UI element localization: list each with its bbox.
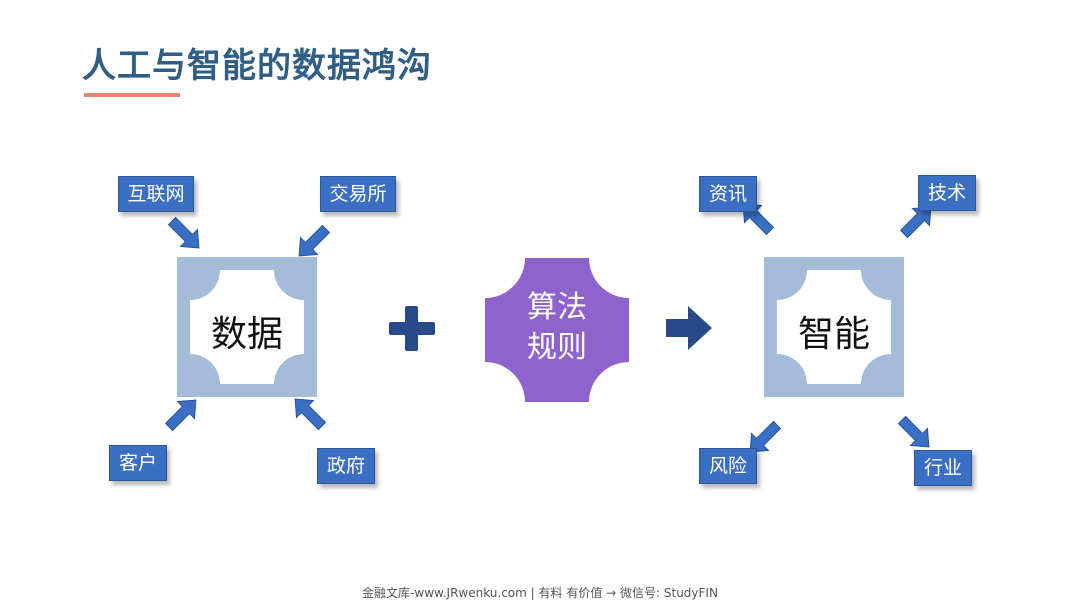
arrow-customer-icon — [164, 399, 197, 432]
arrow-internet-icon — [167, 216, 200, 249]
tag-government: 政府 — [317, 448, 375, 484]
tag-exchange: 交易所 — [320, 176, 396, 212]
tag-news: 资讯 — [699, 176, 757, 212]
arrow-government-icon — [294, 398, 327, 431]
algorithm-shape — [485, 258, 629, 402]
algorithm-label-line2: 规则 — [527, 330, 587, 365]
data-label: 数据 — [210, 314, 283, 355]
plus-icon — [389, 306, 435, 351]
tag-customer: 客户 — [109, 445, 167, 481]
right-arrow-icon — [666, 306, 712, 350]
tag-technology: 技术 — [918, 175, 976, 211]
tag-industry: 行业 — [914, 450, 972, 486]
arrow-risk-icon — [749, 420, 782, 453]
intelligence-label: 智能 — [797, 314, 870, 355]
title-underline — [84, 93, 180, 97]
page-title: 人工与智能的数据鸿沟 — [82, 46, 432, 86]
algorithm-label-line1: 算法 — [527, 290, 587, 325]
tag-internet: 互联网 — [118, 176, 194, 212]
intelligence-frame-shape — [764, 257, 904, 397]
tag-risk: 风险 — [699, 448, 757, 484]
footer-text: 金融文库-www.JRwenku.com | 有料 有价值 → 微信号: Stu… — [362, 586, 718, 600]
arrow-exchange-icon — [298, 224, 331, 257]
arrow-technology-icon — [899, 206, 932, 239]
algorithm-label: 算法 规则 — [487, 288, 627, 368]
arrow-industry-icon — [897, 415, 930, 448]
data-frame-shape — [177, 257, 317, 397]
